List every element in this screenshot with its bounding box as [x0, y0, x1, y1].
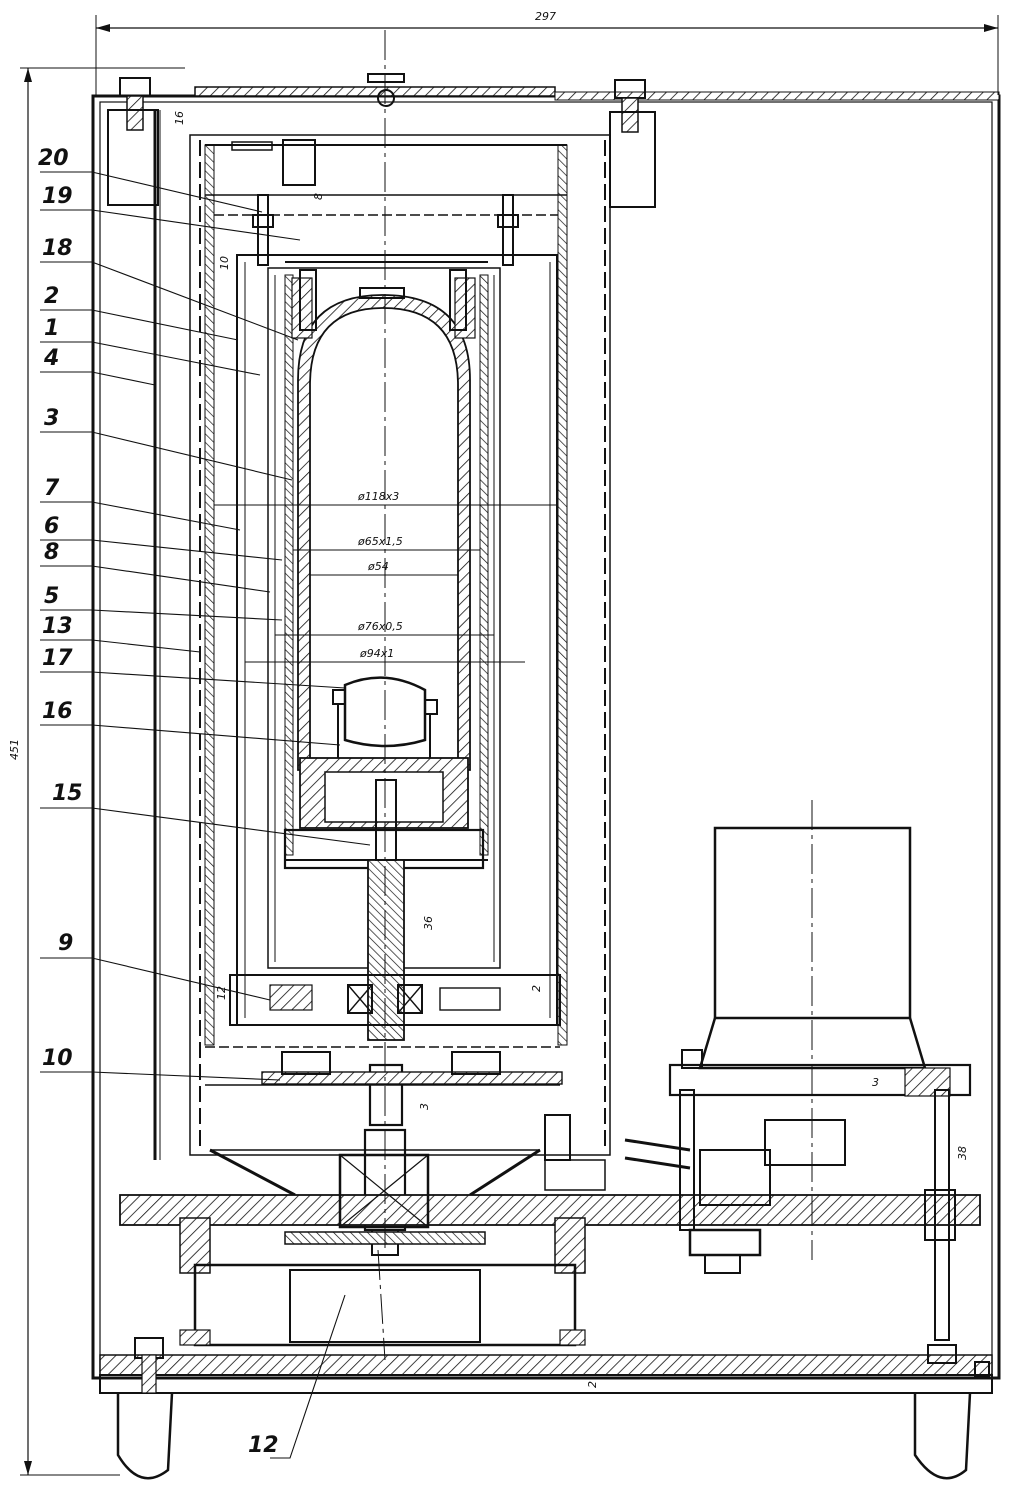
top-bracket [231, 139, 316, 186]
inner-bolts [299, 269, 467, 331]
leader-lines [40, 171, 371, 1459]
dim-height-label: 451 [8, 739, 21, 760]
dim-54: ø54 [367, 560, 389, 573]
dim-38: 38 [956, 1146, 969, 1160]
dim-36: 36 [422, 916, 435, 930]
part-label-15: 15 [52, 781, 83, 806]
base-plate [119, 1153, 981, 1245]
foot-right [913, 1392, 972, 1480]
centerlines [377, 30, 813, 1361]
dim-118: ø118x3 [357, 490, 399, 503]
dim-2a: 2 [530, 985, 543, 992]
part-label-2: 2 [44, 284, 59, 309]
side-clamp [544, 1114, 606, 1191]
dome-3 [291, 277, 476, 771]
cone-funnel [209, 1148, 541, 1197]
bearing-assembly-9 [229, 974, 561, 1026]
part-label-7: 7 [44, 476, 60, 501]
right-column-posts [679, 1089, 956, 1341]
part-label-12: 12 [248, 1433, 279, 1458]
part-label-9: 9 [58, 931, 73, 956]
dimension-width: 297 [95, 10, 999, 95]
part-label-16: 16 [42, 699, 73, 724]
plate-10 [205, 1046, 563, 1086]
part-labels: 20 19 18 2 1 4 3 7 6 8 5 13 17 16 15 9 1… [38, 146, 279, 1458]
part-label-8: 8 [44, 540, 59, 565]
dim-8: 8 [312, 193, 325, 200]
dim-3a: 3 [418, 1103, 431, 1110]
drive-motor [668, 826, 972, 1097]
part-label-6: 6 [44, 514, 59, 539]
part-label-19: 19 [42, 184, 73, 209]
part-label-20: 20 [38, 146, 69, 171]
dim-width-label: 297 [535, 10, 556, 23]
motor-12 [179, 1217, 586, 1347]
part-label-18: 18 [42, 236, 73, 261]
part-label-17: 17 [42, 646, 73, 671]
dimension-labels: 16 8 10 ø118x3 ø65x1,5 ø54 ø76x0,5 ø94x1… [173, 111, 969, 1388]
dimension-height: 4 5 1 [8, 67, 185, 1476]
shell-4 [153, 110, 161, 1160]
part-label-1: 1 [44, 316, 59, 341]
diameter-lines [214, 504, 558, 663]
stud-right [497, 194, 519, 266]
dim-16: 16 [173, 111, 186, 125]
dim-12: 12 [215, 986, 228, 1000]
bottom-bolt-left [134, 1337, 164, 1394]
part-label-3: 3 [44, 406, 59, 431]
bottom-bolt-right [927, 1344, 990, 1377]
part-label-4: 4 [43, 346, 59, 371]
top-center-knob [367, 73, 405, 107]
stud-left [252, 194, 274, 266]
part-label-5: 5 [44, 584, 59, 609]
part-label-13: 13 [42, 614, 73, 639]
foot-left [116, 1392, 174, 1480]
dim-2b: 2 [586, 1381, 599, 1388]
dim-76: ø76x0,5 [357, 620, 403, 633]
dim-3b: 3 [872, 1076, 879, 1089]
top-bolt-left [107, 77, 159, 206]
dim-94: ø94x1 [359, 647, 394, 660]
dim-65: ø65x1,5 [357, 535, 403, 548]
lower-block [283, 757, 485, 870]
part-label-10: 10 [42, 1046, 73, 1071]
dim-10: 10 [218, 256, 231, 270]
